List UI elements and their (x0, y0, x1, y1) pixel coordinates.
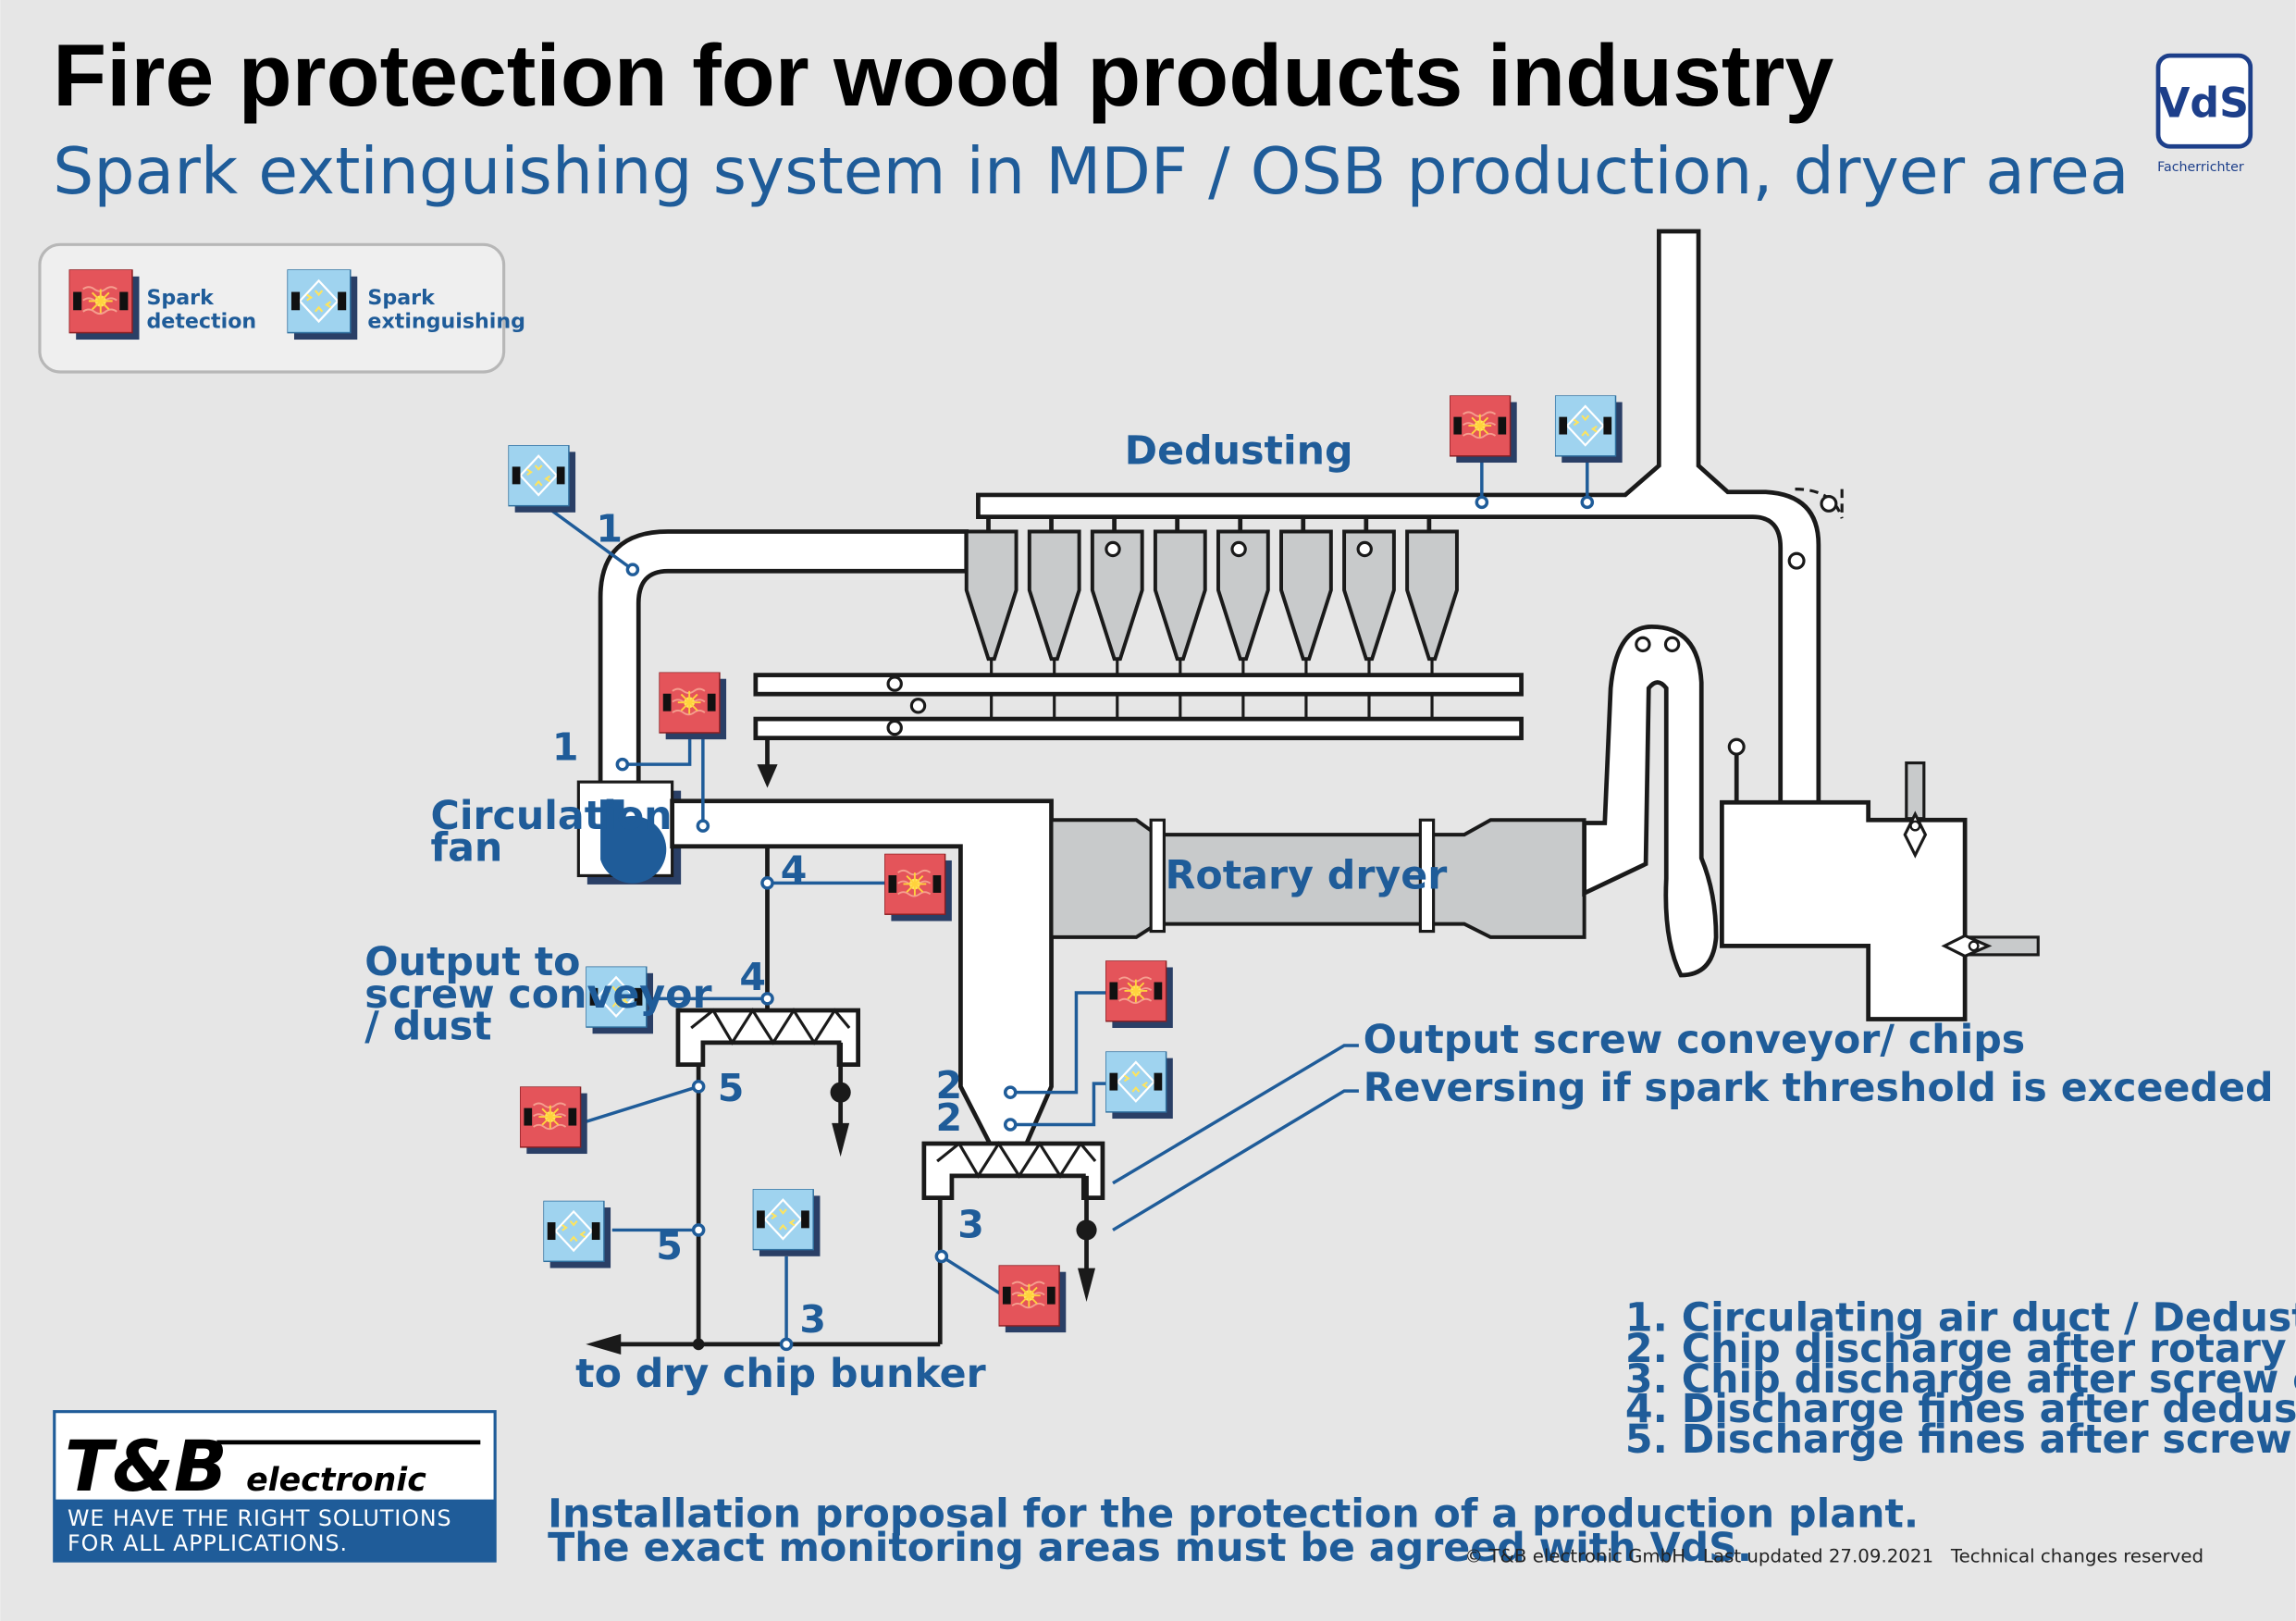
point-number-3b: 3 (799, 1297, 826, 1342)
plant-schematic: Rotary dryer (576, 229, 2040, 1355)
key-item: 3. Chip discharge after screw coveyor (1625, 1356, 2296, 1403)
rotary-dryer-label: Rotary dryer (1166, 853, 1448, 899)
spark-detector-3-icon (998, 1265, 1067, 1333)
fan-label-line2: fan (430, 825, 502, 872)
installation-note-line1: Installation proposal for the protection… (548, 1491, 1919, 1538)
fan-label-line1: Circulation (430, 793, 672, 839)
spark-extinguisher-3-icon (752, 1189, 821, 1256)
fan-icon (600, 799, 667, 884)
point-number-2b: 2 (936, 1095, 963, 1140)
dedusting-label: Dedusting (1125, 428, 1353, 475)
circulation-fan (576, 780, 682, 885)
legend-extinguishing-line2: extinguishing (367, 310, 525, 334)
spark-detector-2-icon (1105, 960, 1173, 1029)
point-number-3a: 3 (957, 1202, 984, 1246)
rotary-dryer: Rotary dryer (1049, 818, 1586, 939)
chip-screw-conveyor (921, 1141, 1105, 1302)
key-list: 1. Circulating air duct / Dedusting 2. C… (1625, 1295, 2296, 1463)
output-chips-label: Output screw conveyor/ chips (1364, 1017, 2026, 1063)
point-number-5a: 5 (718, 1066, 745, 1110)
vds-logo-text: VdS (2158, 80, 2249, 128)
point-number-4b: 4 (739, 955, 766, 999)
spark-extinguishing-icon (287, 269, 358, 340)
spark-detector-4-icon (884, 853, 952, 922)
vds-caption: Facherrichter (2157, 160, 2244, 175)
spark-extinguisher-2-icon (1105, 1051, 1173, 1120)
page-subtitle: Spark extinguishing system in MDF / OSB … (53, 134, 2129, 209)
spark-detector-5-icon (520, 1086, 587, 1155)
page-title: Fire protection for wood products indust… (53, 27, 1833, 125)
vds-logo: VdS Facherrichter (2155, 53, 2253, 175)
point-number-1a: 1 (596, 507, 623, 551)
spark-extinguisher-dedusting-icon (1554, 395, 1623, 464)
monitoring-point-numbers: 1 1 4 4 5 5 2 2 3 3 (552, 507, 984, 1343)
dust-screw-conveyor (675, 846, 861, 1157)
spark-detection-icon (68, 269, 140, 340)
furnace (1582, 625, 2040, 1021)
spark-extinguisher-1-icon (508, 445, 576, 513)
legend-detection-line2: detection (146, 310, 256, 334)
footer-copyright: © T&B electronic GmbH Last updated 27.09… (1464, 1546, 2203, 1567)
company-logo-big: T&B (65, 1425, 228, 1507)
reversing-label: Reversing if spark threshold is exceeded (1364, 1065, 2274, 1111)
output-dust-label-line2: screw conveyor (364, 971, 711, 1018)
bunker-lines (586, 1064, 943, 1355)
output-dust-label-line3: / dust (364, 1004, 491, 1050)
company-logo-small: electronic (246, 1462, 426, 1499)
spark-extinguisher-5-icon (543, 1200, 611, 1268)
key-item: 4. Discharge fines after dedusting (1625, 1386, 2296, 1432)
key-item: 2. Chip discharge after rotary dryer (1625, 1326, 2296, 1372)
company-slogan-line1: WE HAVE THE RIGHT SOLUTIONS (68, 1505, 452, 1531)
point-number-1b: 1 (552, 724, 579, 769)
company-slogan-line2: FOR ALL APPLICATIONS. (68, 1530, 348, 1556)
spark-detector-dedusting-icon (1450, 395, 1517, 464)
key-item: 5. Discharge fines after screw coveyor (1625, 1417, 2296, 1463)
output-dust-label-line1: Output to (364, 939, 580, 985)
circulating-air-duct (598, 529, 969, 786)
bunker-label: to dry chip bunker (575, 1351, 986, 1397)
point-number-4a: 4 (781, 848, 808, 892)
spark-detector-1-icon (659, 672, 727, 740)
point-number-2a: 2 (936, 1063, 963, 1107)
point-number-5b: 5 (656, 1224, 683, 1268)
legend-detection-line1: Spark (146, 286, 215, 310)
sensor-connections (539, 458, 1595, 1352)
installation-note-line2: The exact monitoring areas must be agree… (548, 1525, 1752, 1571)
key-item: 1. Circulating air duct / Dedusting (1625, 1295, 2296, 1342)
chimney-and-dedusting-duct (976, 229, 1821, 810)
legend: Spark detection Spark extinguishing (38, 242, 525, 374)
company-logo: T&B electronic WE HAVE THE RIGHT SOLUTIO… (53, 1410, 497, 1563)
cyclone-battery (964, 529, 1459, 675)
collector-conveyors (753, 673, 1524, 788)
legend-extinguishing-line1: Spark (367, 286, 436, 310)
